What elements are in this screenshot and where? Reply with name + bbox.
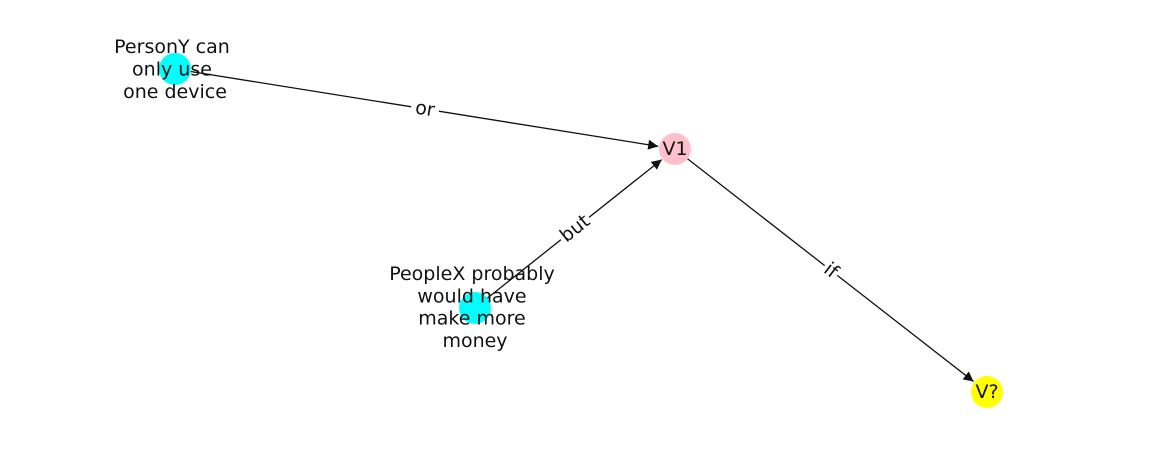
node-n2-circle bbox=[459, 292, 491, 324]
node-v1-circle bbox=[659, 133, 691, 165]
node-v1-label: V1 bbox=[662, 138, 687, 160]
node-labels: PersonY can only use one device PeopleX … bbox=[114, 36, 998, 403]
svg-text:or: or bbox=[414, 97, 437, 122]
node-n1-circle bbox=[159, 53, 191, 85]
svg-text:but: but bbox=[556, 210, 594, 247]
nodes bbox=[159, 53, 1003, 408]
node-n2-label: PeopleX probably would have make more mo… bbox=[389, 263, 561, 352]
node-vq-circle bbox=[971, 376, 1003, 408]
edge-label-if: if bbox=[817, 256, 845, 285]
node-vq-label: V? bbox=[975, 381, 998, 403]
edge-v1-vq bbox=[674, 148, 974, 383]
edge-label-or: or bbox=[409, 95, 441, 123]
node-n1-label: PersonY can only use one device bbox=[114, 36, 236, 103]
edge-labels: or but if bbox=[409, 95, 845, 285]
edge-label-but: but bbox=[554, 208, 596, 249]
